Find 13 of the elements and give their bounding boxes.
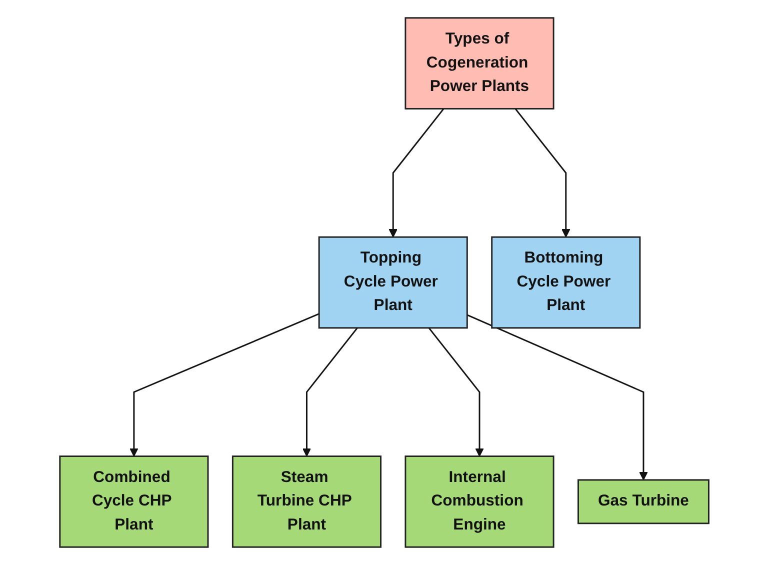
node-box: Bottoming Cycle Power Plant <box>490 236 640 329</box>
node-box: Topping Cycle Power Plant <box>318 236 468 329</box>
arrow <box>388 108 444 238</box>
node-box: Gas Turbine <box>577 479 710 524</box>
arrow <box>466 314 648 480</box>
arrow <box>302 327 358 457</box>
arrow <box>428 327 484 457</box>
node-box: Internal Combustion Engine <box>404 456 554 548</box>
node-box: Types of Cogeneration Power Plants <box>404 17 554 110</box>
node-box: Combined Cycle CHP Plant <box>58 456 208 548</box>
arrow <box>129 313 320 457</box>
node-box: Steam Turbine CHP Plant <box>232 456 382 548</box>
arrow <box>514 108 570 238</box>
